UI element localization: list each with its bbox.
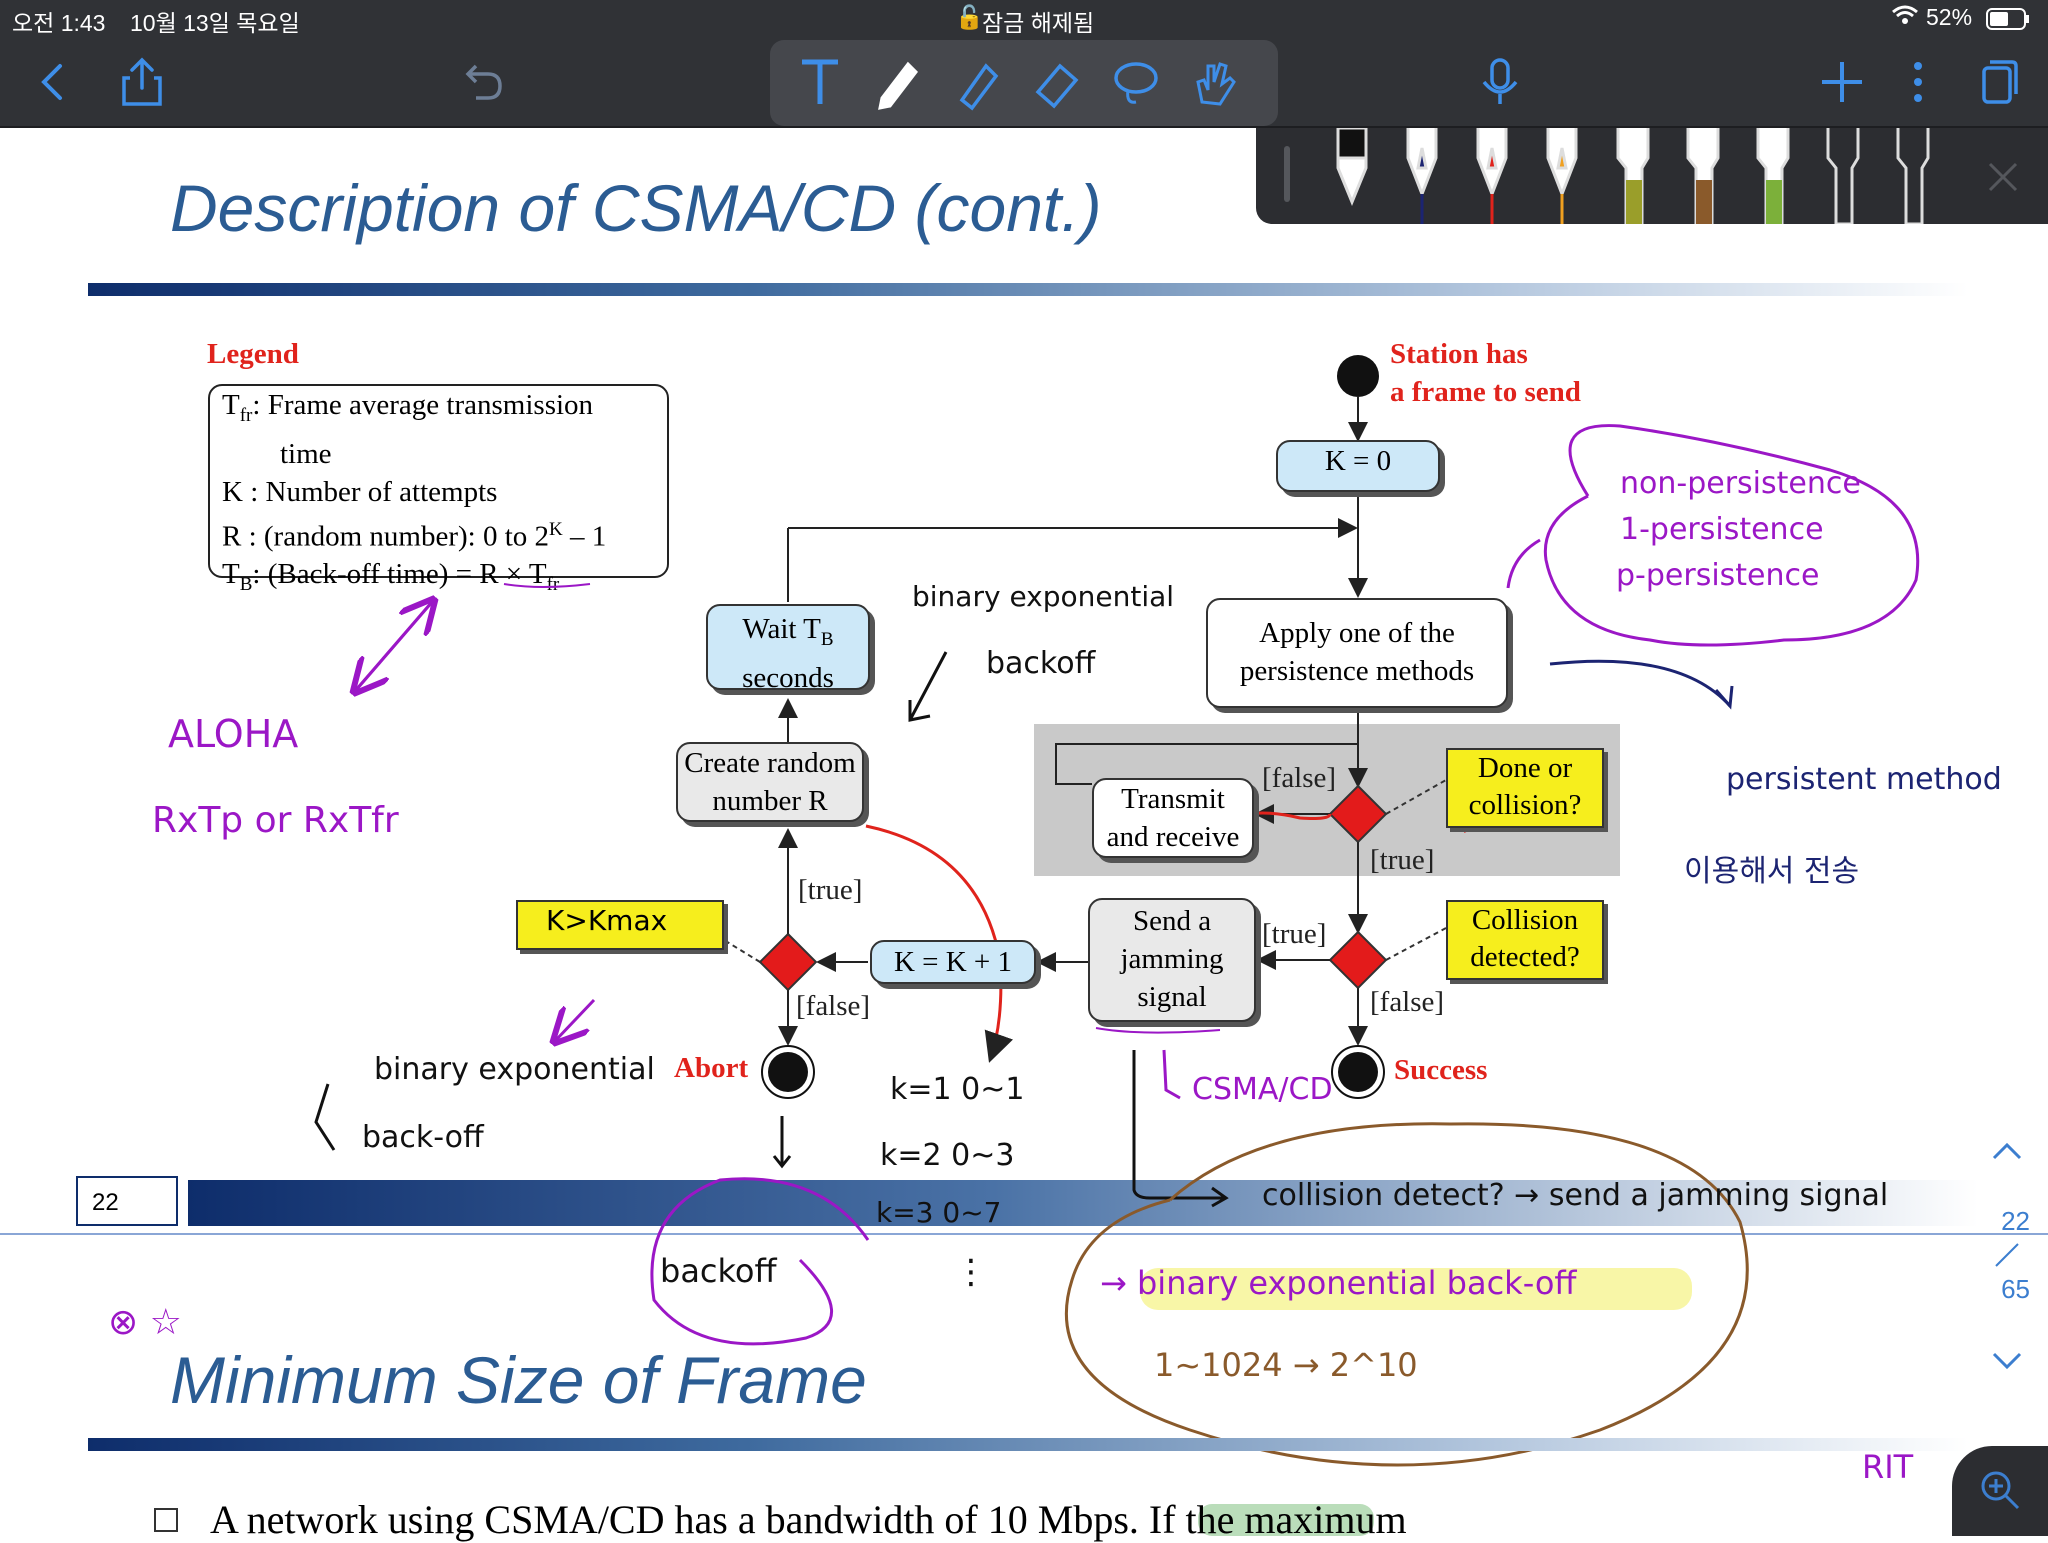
wait-node: Wait TB seconds [706,604,870,694]
scroll-down-icon[interactable] [1990,1348,2024,1379]
collision-decision [1328,930,1388,990]
slide2-title: Minimum Size of Frame [170,1343,867,1417]
done-note: Done or collision? [1446,748,1604,828]
navy-ink [1549,659,1734,710]
scroll-up-icon[interactable] [1990,1138,2024,1169]
k-zero-node: K = 0 [1276,440,1440,492]
pen-presets[interactable] [1326,128,2048,224]
zoom-icon [1981,1471,2020,1510]
highlight-stroke [1140,1268,1692,1310]
share-icon[interactable] [112,52,172,112]
annotation-aloha: ALOHA [168,712,299,756]
kmax-decision [758,932,818,992]
battery-icon [1986,8,2030,36]
annotation-csmacd: CSMA/CD [1192,1072,1333,1107]
current-page-indicator: 22 [2001,1206,2030,1236]
highlighter-tool-icon[interactable] [948,52,1008,112]
total-pages-indicator: 65 [2001,1274,2030,1304]
highlight-green [1198,1504,1374,1536]
annotation-collision-line: collision detect? → send a jamming signa… [1262,1178,1889,1213]
lock-icon: 🔓 [955,4,984,30]
annotation-korean: 이용해서 전송 [1684,854,1860,889]
annotation-k1: k=1 0~1 [890,1072,1025,1107]
annotation-non-persistence: non-persistence [1620,466,1861,501]
close-palette-icon [1988,162,2018,192]
label-false-done: [false] [1262,762,1337,794]
annotation-beb-bottom: → binary exponential back-off [1100,1264,1577,1302]
annotation-persistent-method: persistent method [1726,762,2002,797]
title-rule [88,283,1968,296]
status-time: 오전 1:43 [12,10,106,36]
legend-line-tfr: Tfr: Frame average transmission [222,389,594,426]
brown-ink-ellipse [1064,1122,1749,1467]
zoom-button[interactable] [1952,1446,2048,1536]
annotation-beb-left-1: binary exponential [374,1052,655,1087]
eraser-tool-icon[interactable] [1026,52,1086,112]
legend-line-r: R : (random number): 0 to 2K – 1 [222,518,607,553]
annotation-rit: RIT [1862,1448,1914,1486]
add-page-icon[interactable] [1812,52,1872,112]
annotation-p-persistence: p-persistence [1616,558,1820,593]
label-false-collision: [false] [1370,986,1445,1018]
label-false-kmax: [false] [796,990,871,1022]
annotation-k2: k=2 0~3 [880,1138,1015,1173]
jamming-node: Send a jamming signal [1088,898,1256,1022]
k-increment-node: K = K + 1 [870,940,1036,984]
legend-heading: Legend [207,338,299,370]
transmit-node: Transmit and receive [1092,778,1254,858]
undo-icon[interactable] [452,52,512,112]
palette-handle[interactable] [1284,146,1290,202]
status-bar: 오전 1:43 10월 13일 목요일 🔓 잠금 해제됨 52% [0,0,2048,38]
pages-icon[interactable] [1966,52,2026,112]
black-ink [314,651,1229,1208]
annotation-k3: k=3 0~7 [876,1196,1002,1229]
slide2-rule [88,1438,1968,1451]
kmax-note: K>Kmax [516,900,724,950]
annotation-beb-top-2: backoff [986,646,1096,681]
slide-title: Description of CSMA/CD (cont.) [170,171,1102,245]
hand-tool-icon[interactable] [1184,52,1244,112]
lock-status: 잠금 해제됨 [982,10,1095,36]
more-options-icon[interactable] [1888,52,1948,112]
text-tool-icon[interactable] [790,52,850,112]
star-icon: ⊗ ☆ [108,1302,182,1343]
annotation-backoff: backoff [660,1252,777,1290]
start-label-2: a frame to send [1390,376,1581,408]
start-node [1337,355,1379,397]
microphone-icon[interactable] [1470,52,1530,112]
legend-box: Tfr: Frame average transmission time K :… [208,384,669,595]
bullet-square-icon [154,1508,178,1532]
legend-line-tb: TB: (Back-off time) = R × Tfr [222,558,560,596]
page-divider-icon [1992,1240,2022,1277]
document-page [0,128,2048,1536]
status-date: 10월 13일 목요일 [130,10,300,36]
purple-ink [356,424,1920,1346]
apply-persistence-node: Apply one of the persistence methods [1206,598,1508,708]
success-label: Success [1394,1054,1488,1086]
drawing-tools [770,40,1278,126]
annotation-beb-left-2: back-off [362,1120,484,1155]
back-icon[interactable] [24,52,84,112]
pen-palette [1256,128,2048,224]
legend-line-time: time [280,437,332,470]
annotation-dots: ⋮ [954,1252,988,1292]
legend-line-k: K : Number of attempts [222,475,498,508]
annotation-beb-top-1: binary exponential [912,580,1175,613]
start-label-1: Station has [1390,338,1528,370]
slide2-body: A network using CSMA/CD has a bandwidth … [210,1497,1407,1542]
pen-tool-icon[interactable] [868,52,928,112]
battery-percent: 52% [1926,4,1973,30]
lasso-tool-icon[interactable] [1106,52,1166,112]
collision-note: Collision detected? [1446,900,1604,980]
create-random-node: Create random number R [676,742,864,822]
abort-label: Abort [674,1052,749,1084]
label-true-kmax: [true] [798,874,863,906]
slide-page-number: 22 [76,1176,178,1226]
annotation-rxtp: RxTp or RxTfr [152,800,399,841]
label-true-collision: [true] [1262,918,1327,950]
annotation-1-persistence: 1-persistence [1620,512,1824,547]
label-true-done: [true] [1370,844,1435,876]
wifi-icon [1892,4,1918,32]
annotation-range: 1~1024 → 2^10 [1154,1346,1418,1384]
